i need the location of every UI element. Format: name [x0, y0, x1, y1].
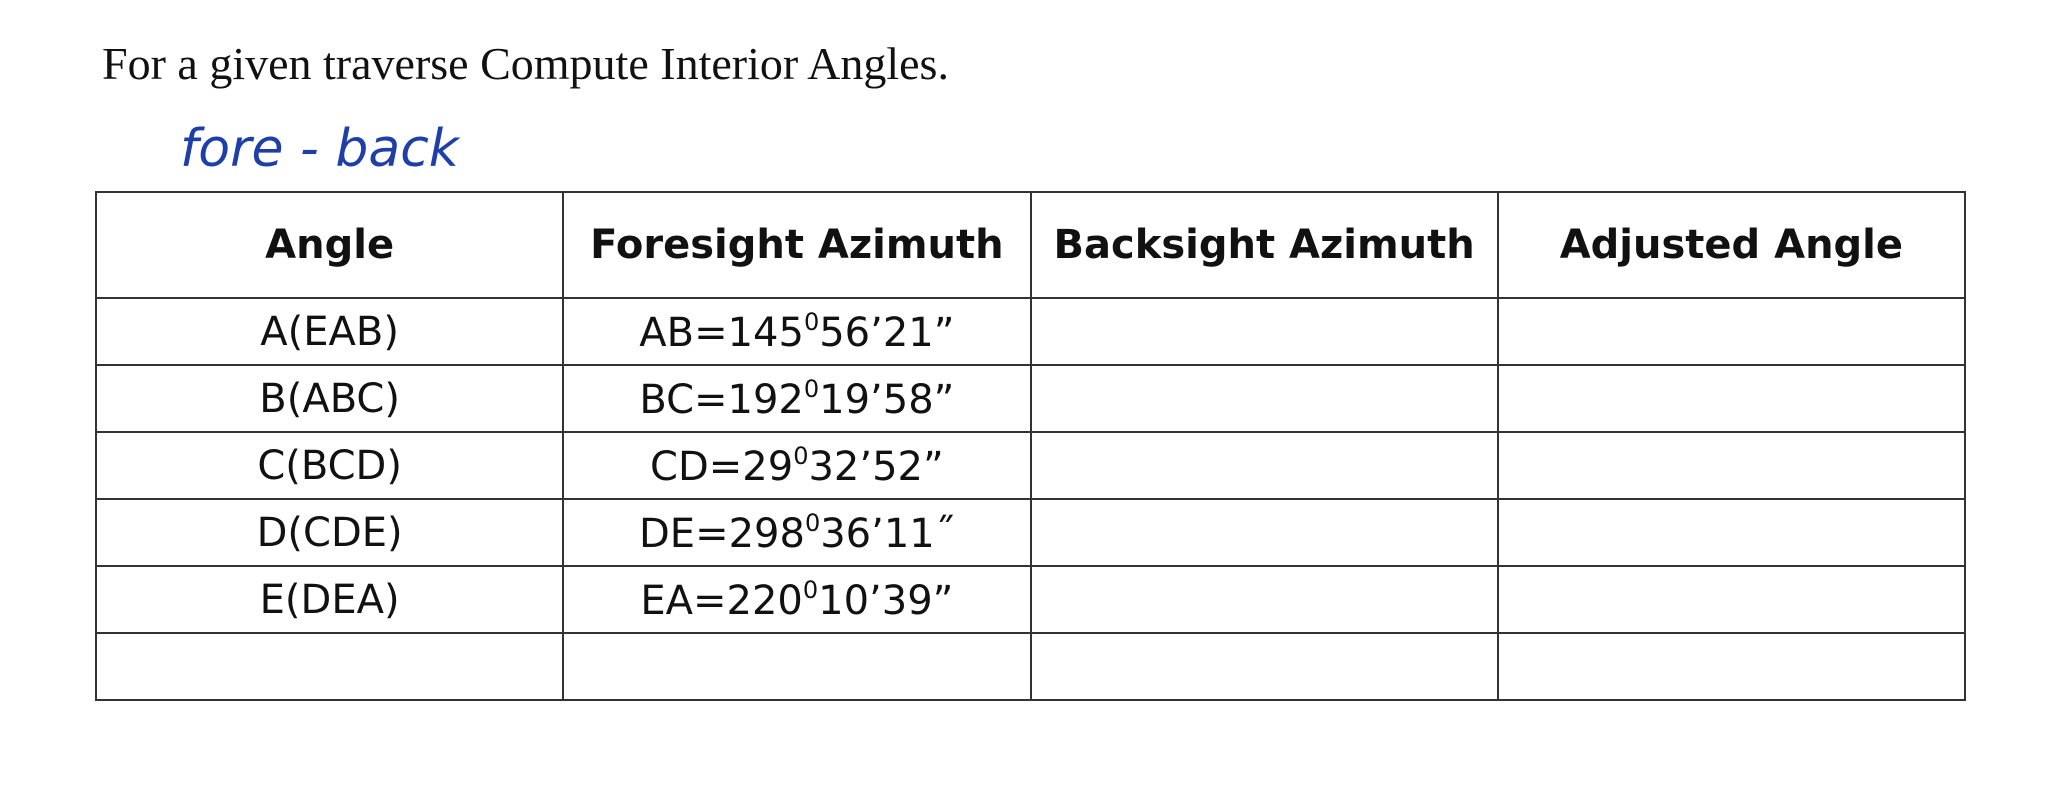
- header-angle: Angle: [94, 191, 565, 299]
- table-row: C(BCD) CD=29032’52”: [94, 431, 1967, 500]
- backsight-cell[interactable]: [1029, 565, 1499, 634]
- foresight-value: EA=220: [640, 577, 803, 624]
- adjusted-angle-cell[interactable]: [1496, 565, 1967, 634]
- angle-cell: A(EAB): [94, 297, 565, 366]
- backsight-cell[interactable]: [1029, 297, 1499, 366]
- annotation-text: fore - back: [180, 119, 461, 179]
- header-backsight-azimuth: Backsight Azimuth: [1029, 191, 1499, 299]
- table-row: D(CDE) DE=298036’11˝: [94, 498, 1967, 567]
- angle-cell: C(BCD): [94, 431, 565, 500]
- foresight-cell: EA=220010’39”: [562, 565, 1032, 634]
- backsight-cell[interactable]: [1029, 431, 1499, 500]
- adjusted-angle-cell[interactable]: [1496, 632, 1967, 701]
- foresight-value: BC=192: [639, 376, 804, 423]
- foresight-cell: AB=145056’21”: [562, 297, 1032, 366]
- backsight-cell[interactable]: [1029, 364, 1499, 433]
- foresight-value: CD=29: [650, 443, 794, 490]
- angle-cell: B(ABC): [94, 364, 565, 433]
- degree-mark: 0: [803, 307, 820, 336]
- traverse-table: Angle Foresight Azimuth Backsight Azimut…: [94, 191, 1967, 701]
- table-row: [94, 632, 1967, 701]
- adjusted-angle-cell[interactable]: [1496, 297, 1967, 366]
- table-header-row: Angle Foresight Azimuth Backsight Azimut…: [94, 191, 1967, 299]
- foresight-cell: CD=29032’52”: [562, 431, 1032, 500]
- degree-mark: 0: [793, 441, 809, 470]
- backsight-cell[interactable]: [1029, 632, 1499, 701]
- angle-cell: D(CDE): [94, 498, 565, 567]
- foresight-cell: DE=298036’11˝: [562, 498, 1032, 567]
- foresight-cell[interactable]: [562, 632, 1032, 701]
- table-row: E(DEA) EA=220010’39”: [94, 565, 1967, 634]
- adjusted-angle-cell[interactable]: [1496, 364, 1967, 433]
- foresight-minutes-seconds: 36’11˝: [820, 510, 955, 557]
- foresight-value: AB=145: [639, 309, 804, 356]
- foresight-cell: BC=192019’58”: [562, 364, 1032, 433]
- degree-mark: 0: [802, 575, 819, 604]
- degree-mark: 0: [804, 508, 821, 537]
- table-row: A(EAB) AB=145056’21”: [94, 297, 1967, 366]
- backsight-cell[interactable]: [1029, 498, 1499, 567]
- foresight-minutes-seconds: 56’21”: [819, 309, 955, 356]
- header-adjusted-angle: Adjusted Angle: [1496, 191, 1967, 299]
- problem-instruction: For a given traverse Compute Interior An…: [102, 38, 949, 89]
- foresight-value: DE=298: [639, 510, 805, 557]
- adjusted-angle-cell[interactable]: [1496, 498, 1967, 567]
- degree-mark: 0: [803, 374, 820, 403]
- foresight-minutes-seconds: 10’39”: [818, 577, 954, 624]
- angle-cell[interactable]: [94, 632, 565, 701]
- foresight-minutes-seconds: 19’58”: [819, 376, 955, 423]
- foresight-minutes-seconds: 32’52”: [808, 443, 944, 490]
- handwritten-annotation: fore - back: [180, 108, 480, 188]
- header-foresight-azimuth: Foresight Azimuth: [562, 191, 1032, 299]
- adjusted-angle-cell[interactable]: [1496, 431, 1967, 500]
- angle-cell: E(DEA): [94, 565, 565, 634]
- table-row: B(ABC) BC=192019’58”: [94, 364, 1967, 433]
